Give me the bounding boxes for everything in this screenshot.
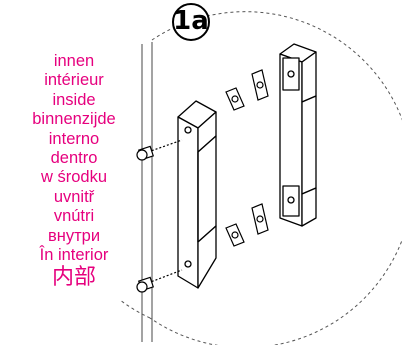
inside-labels: innen intérieur inside binnenzijde inter… <box>4 52 144 291</box>
step-badge-circle <box>172 3 210 41</box>
detail-circle-outline-left <box>119 299 151 319</box>
screw-top <box>136 139 183 161</box>
step-label: 1a <box>173 6 209 36</box>
inside-label-pl: w środku <box>40 168 108 187</box>
screw-bottom <box>136 269 183 293</box>
inside-label-ru: внутри <box>47 226 101 245</box>
inside-label-sk: vnútri <box>53 207 95 226</box>
inside-label-nl: binnenzijde <box>32 110 116 129</box>
inside-label-zh: 内部 <box>51 265 96 291</box>
inside-label-en: inside <box>52 90 96 109</box>
inside-label-fr: intérieur <box>44 71 104 90</box>
spacer-top <box>225 69 269 111</box>
inside-label-it: interno <box>48 129 100 148</box>
inside-label-de: innen <box>53 52 95 70</box>
inside-label-es: dentro <box>50 149 98 168</box>
inside-label-ro: În interior <box>39 246 109 265</box>
front-handle <box>177 100 217 289</box>
spacer-bottom <box>225 203 269 247</box>
inside-label-cs: uvnitř <box>53 187 95 206</box>
rear-handle <box>279 43 317 227</box>
